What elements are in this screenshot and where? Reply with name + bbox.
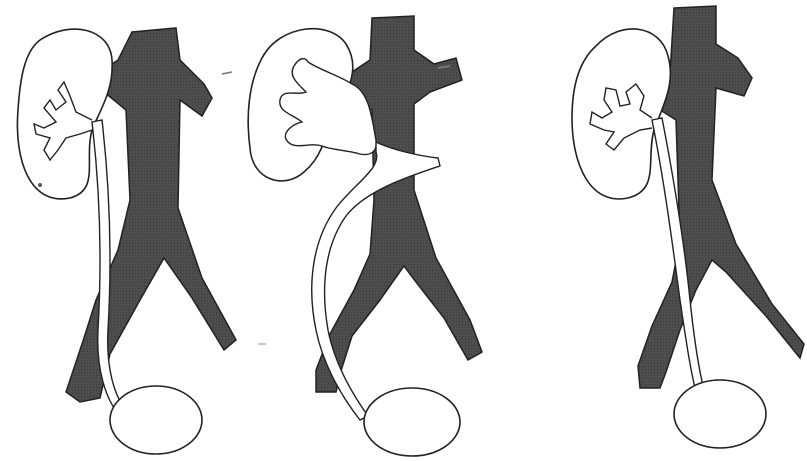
panel-1 [17, 28, 236, 454]
panel-3 [572, 6, 804, 448]
panel-2 [248, 16, 482, 456]
bladder-1 [110, 386, 202, 454]
bladder-3 [674, 380, 766, 448]
bladder-2 [364, 388, 460, 456]
